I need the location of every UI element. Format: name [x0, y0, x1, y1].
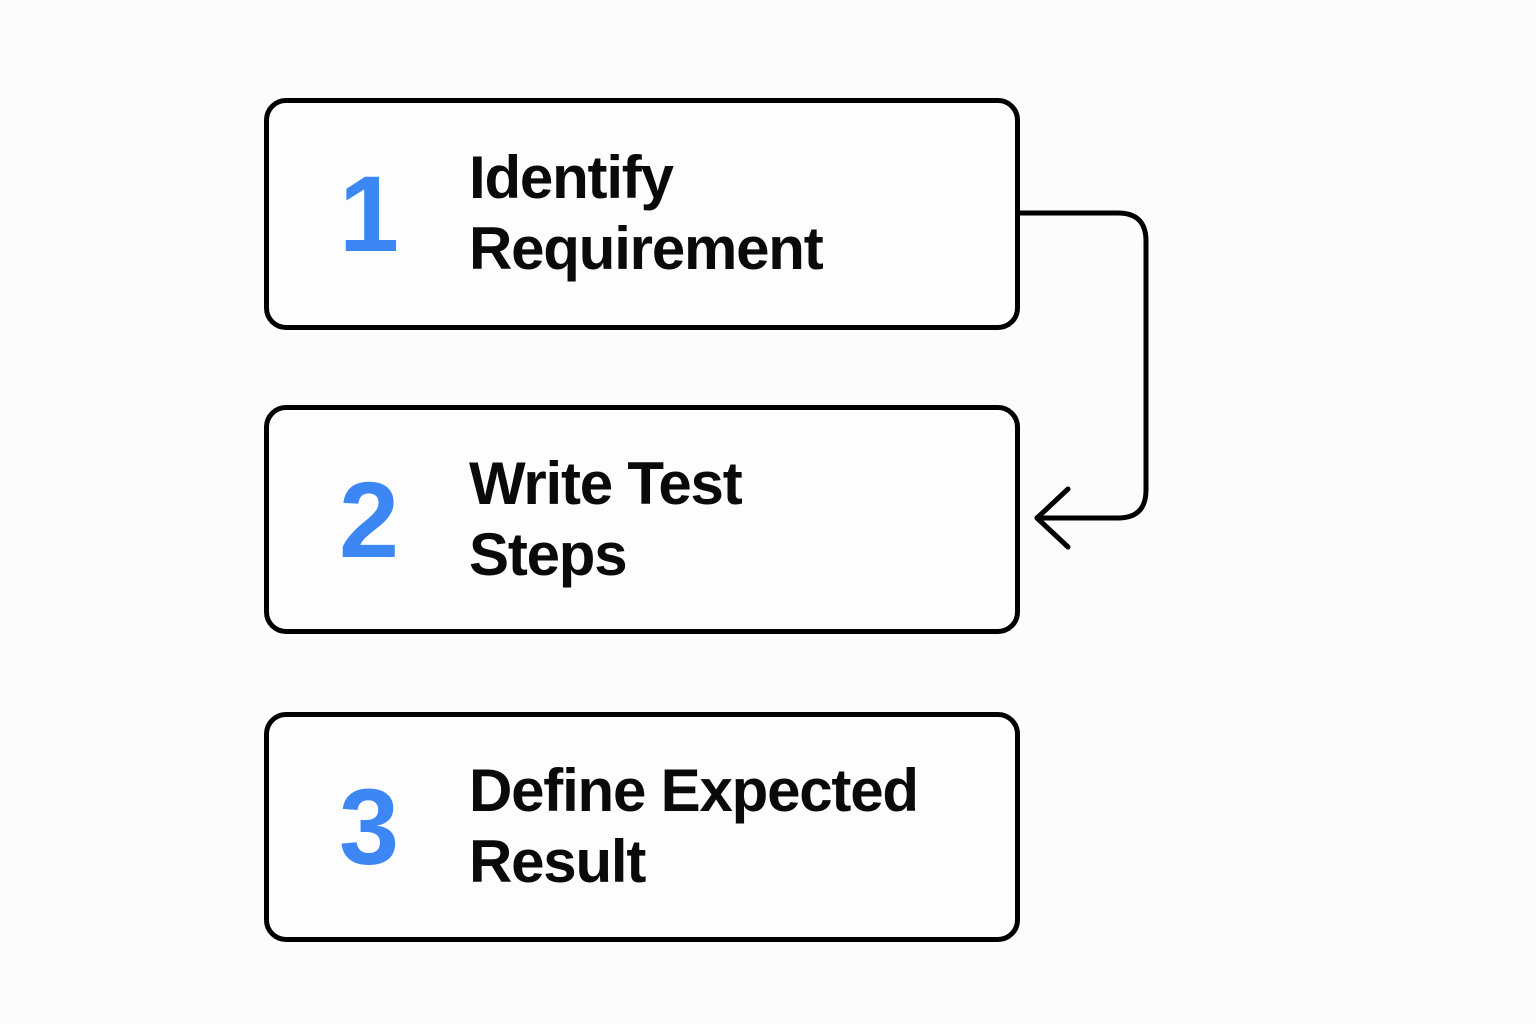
step-1-to-step-2-connector-line	[1017, 210, 1149, 521]
step-label-1-line-2: Requirement	[469, 215, 824, 282]
step-label-2-line-1: Write Test	[469, 449, 743, 517]
arrowhead-left-icon	[1034, 486, 1071, 550]
step-label-3-line-1: Define Expected	[469, 757, 919, 825]
step-number-1: 1	[339, 153, 399, 274]
step-label-3-line-2: Result	[469, 828, 646, 895]
step-number-2: 2	[339, 458, 399, 580]
step-label-2-line-2: Steps	[469, 520, 628, 588]
step-number-3: 3	[339, 766, 399, 887]
step-label-1-line-1: Identify	[469, 144, 674, 212]
